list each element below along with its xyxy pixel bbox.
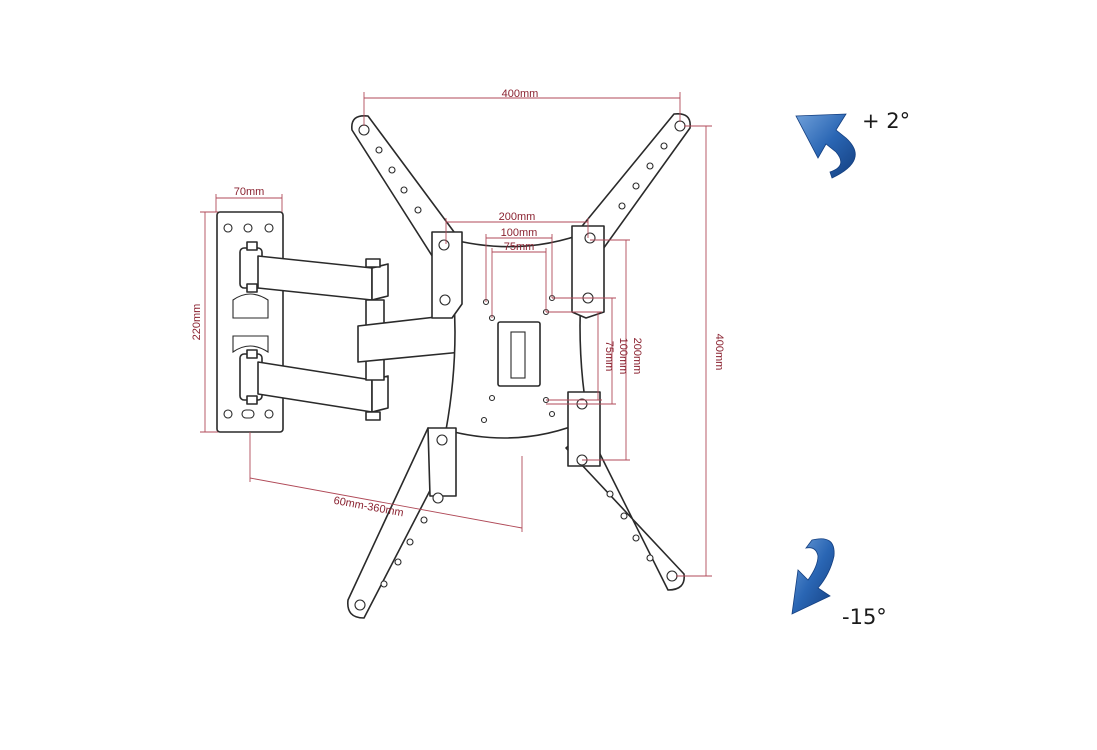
label-wall-plate-width: 70mm — [234, 186, 265, 198]
label-h-200: 200mm — [499, 211, 536, 223]
tilt-down-label: -15° — [842, 605, 887, 629]
label-vesa-width: 400mm — [502, 88, 539, 100]
label-v-200: 200mm — [631, 338, 643, 375]
tv-bracket — [347, 112, 691, 619]
label-wall-plate-height: 220mm — [191, 304, 203, 341]
curved-arrow-up-icon — [795, 113, 856, 179]
label-h-100: 100mm — [501, 227, 538, 239]
tilt-up-label: + 2° — [862, 109, 910, 133]
label-arm-extension: 60mm-360mm — [333, 495, 405, 520]
label-h-75: 75mm — [504, 241, 535, 253]
label-v-75: 75mm — [603, 341, 615, 372]
label-vesa-height: 400mm — [713, 334, 725, 371]
swing-arm — [239, 241, 463, 421]
label-v-100: 100mm — [617, 338, 629, 375]
dimension-lines — [200, 92, 712, 577]
curved-arrow-down-icon — [791, 538, 835, 615]
